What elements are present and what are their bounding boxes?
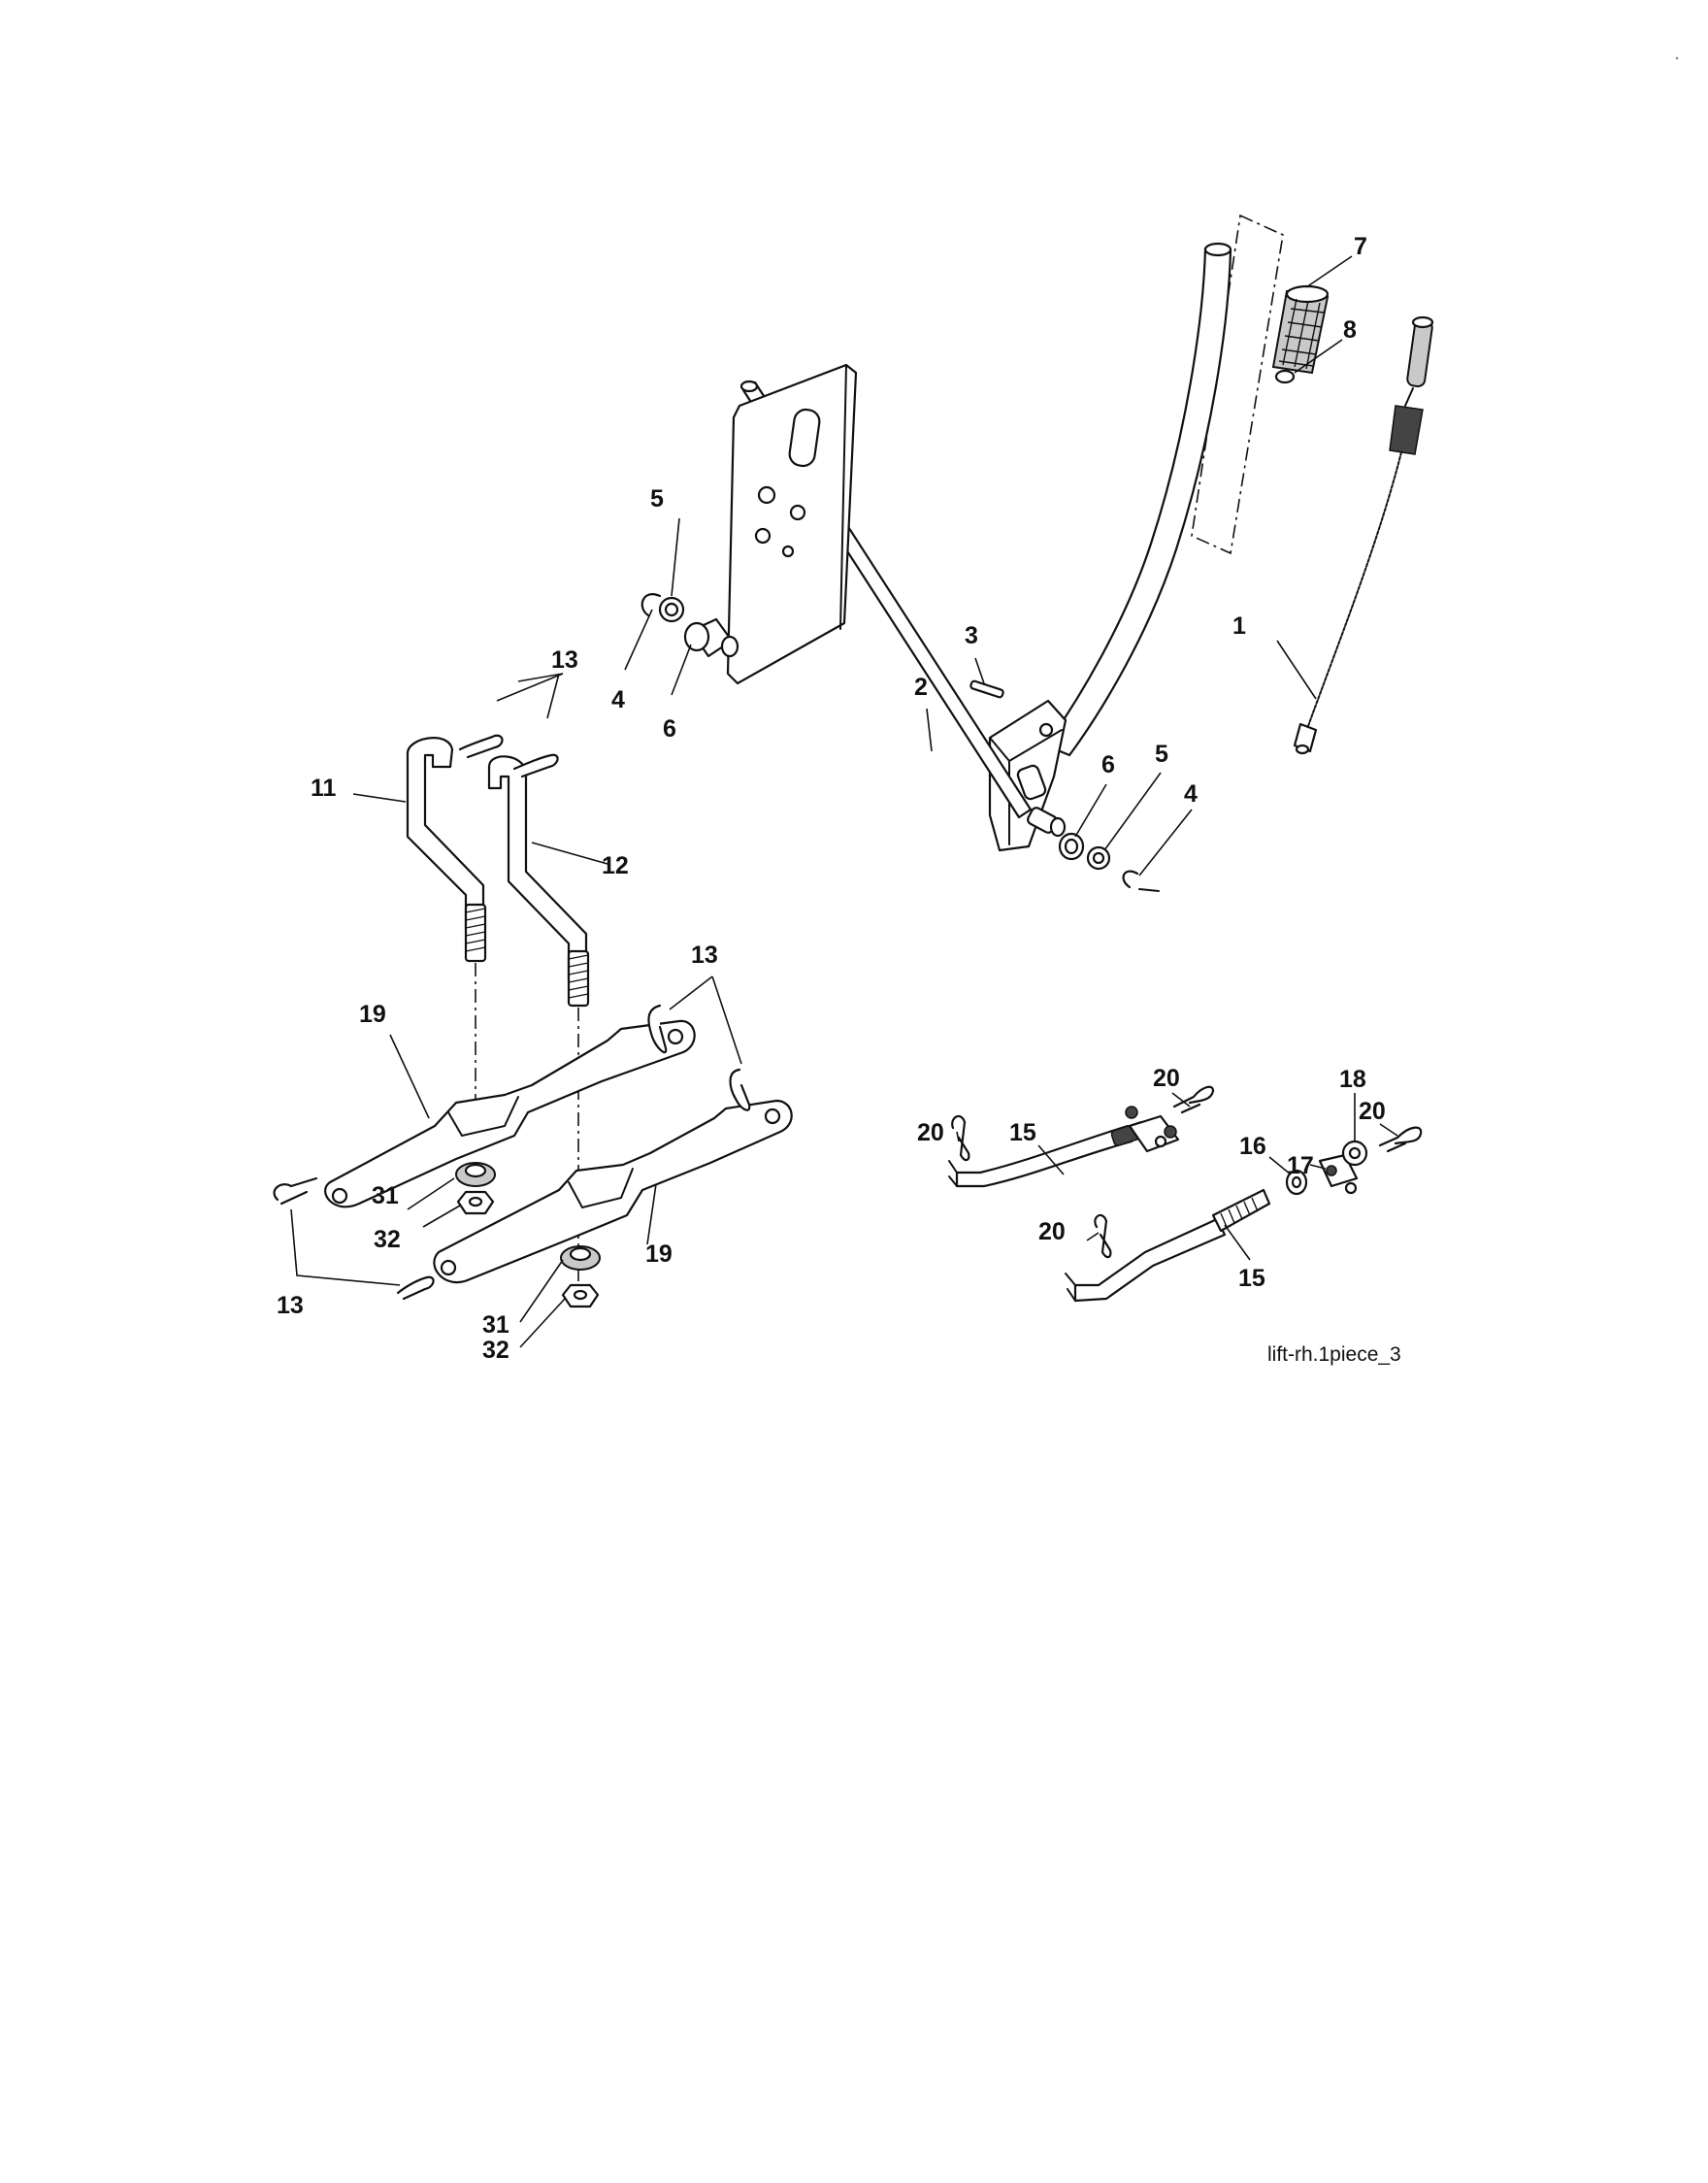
nut-32-lower	[561, 1283, 600, 1308]
hair-pin-upper-a	[458, 734, 504, 759]
callout-6-right: 6	[1101, 751, 1115, 778]
callout-20-left: 20	[917, 1119, 944, 1146]
hair-pin-20-left	[951, 1114, 970, 1162]
callout-19-lower: 19	[645, 1240, 673, 1268]
grip-plug	[1274, 369, 1296, 384]
lift-handle	[1044, 242, 1232, 757]
roll-pin	[969, 679, 1004, 699]
left-e-clip	[640, 593, 662, 617]
mounting-plate	[726, 363, 858, 685]
callout-20-upper: 20	[1153, 1065, 1180, 1092]
ferrule-31-lower	[560, 1245, 601, 1271]
leader-lines	[290, 255, 1398, 1348]
callout-labels: 7 8 1 5 4 6 3 2 6 5 4 13 11 12 13 19 31 …	[277, 233, 1386, 1364]
callout-19-upper: 19	[359, 1001, 386, 1028]
callout-7: 7	[1354, 233, 1367, 260]
nut-32-upper	[456, 1190, 495, 1215]
callout-32-lower: 32	[482, 1337, 509, 1364]
corner-mark	[1675, 56, 1679, 60]
hair-pin-20-bottom	[1094, 1213, 1112, 1259]
callout-12: 12	[602, 852, 629, 879]
lift-arm-lower	[433, 1099, 793, 1284]
hair-pin-mid-a	[647, 1004, 668, 1054]
left-washer	[658, 596, 685, 623]
callout-11: 11	[311, 775, 337, 802]
adjust-block	[1125, 1106, 1180, 1153]
callout-1: 1	[1232, 612, 1246, 640]
callout-4-right: 4	[1184, 780, 1198, 808]
height-adjust-rod	[1293, 315, 1434, 755]
callout-5-right: 5	[1155, 741, 1168, 768]
callout-6-left: 6	[663, 715, 676, 743]
diagram-caption: lift-rh.1piece_3	[1267, 1343, 1401, 1366]
link-12-thread	[567, 949, 590, 1008]
adjust-rod-upper	[948, 1106, 1180, 1188]
callout-5-left: 5	[650, 485, 664, 513]
callout-17: 17	[1287, 1152, 1314, 1179]
lift-link-11	[406, 737, 487, 963]
lift-handle-dashed-outline	[1191, 214, 1284, 555]
washer-16	[1285, 1169, 1308, 1196]
handle-grip	[1271, 284, 1330, 375]
callout-31-upper: 31	[372, 1182, 399, 1209]
callout-18: 18	[1339, 1066, 1366, 1093]
adjust-rod-lower	[1065, 1188, 1271, 1303]
right-e-clip	[1122, 870, 1160, 892]
right-bushing-6	[1058, 832, 1085, 861]
ferrule-31-upper	[455, 1162, 496, 1187]
callout-32-upper: 32	[374, 1226, 401, 1253]
callout-13-lower: 13	[277, 1292, 304, 1319]
nut-18	[1341, 1140, 1368, 1167]
callout-15-upper: 15	[1009, 1119, 1036, 1146]
callout-4-left: 4	[611, 686, 625, 713]
callout-31-lower: 31	[482, 1311, 509, 1339]
link-11-thread	[464, 903, 487, 963]
callout-3: 3	[965, 622, 978, 649]
hair-pin-mid-b	[729, 1068, 751, 1111]
callout-20-bottom: 20	[1038, 1218, 1066, 1245]
lift-link-12	[487, 755, 590, 1008]
hair-pin-lower-b	[396, 1275, 435, 1301]
callout-16: 16	[1239, 1133, 1266, 1160]
callout-13-mid: 13	[691, 942, 718, 969]
lift-arm-upper	[324, 1019, 696, 1208]
callout-2: 2	[914, 674, 928, 701]
hair-pin-upper-b	[512, 753, 559, 778]
left-bushing	[683, 617, 739, 658]
right-bushing	[1027, 807, 1067, 838]
right-washer	[1086, 845, 1111, 871]
callout-20-right: 20	[1359, 1098, 1386, 1125]
hair-pin-20-right	[1378, 1126, 1423, 1153]
callout-8: 8	[1343, 316, 1357, 344]
adjust-rod-thread	[1211, 1188, 1271, 1233]
lift-pivot-bracket	[988, 699, 1068, 852]
callout-13-top: 13	[551, 646, 578, 674]
hair-pin-20-upper	[1172, 1085, 1215, 1114]
callout-15-lower: 15	[1238, 1265, 1265, 1292]
hair-pin-lower-a	[273, 1176, 318, 1206]
